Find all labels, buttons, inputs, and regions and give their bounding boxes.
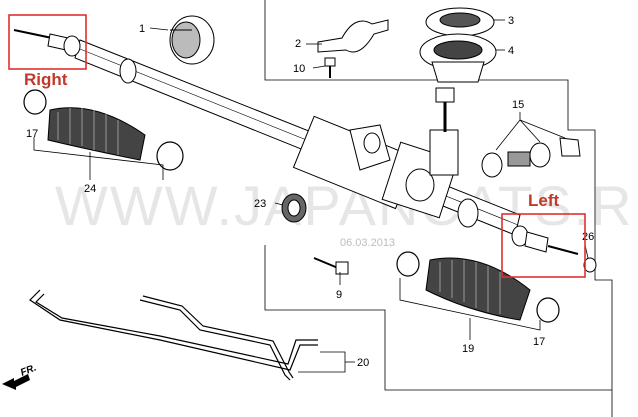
left-label: Left [528, 191, 560, 210]
callout-9: 9 [336, 289, 342, 301]
part-26-nut [583, 257, 597, 273]
part-23-grommet [281, 193, 307, 223]
part-15-plug-spring [481, 137, 581, 178]
callout-10: 10 [293, 63, 305, 75]
part-3-dust-seal [425, 7, 495, 37]
highlight-right: Right [8, 14, 87, 89]
left-tie-rod-end [511, 225, 579, 255]
part-1-bushing [169, 15, 215, 65]
rack-housing [74, 39, 521, 236]
arrow-left-icon [2, 374, 30, 390]
callout-3: 3 [508, 15, 514, 27]
callout-4: 4 [508, 45, 514, 57]
callout-1: 1 [139, 23, 145, 35]
part-19-left-boot [425, 257, 531, 321]
part-10-bolt [324, 57, 336, 78]
callout-15: 15 [512, 99, 524, 111]
watermark-date: 06.03.2013 [340, 237, 395, 249]
part-17-clamps [23, 89, 560, 323]
part-9-bolt [313, 257, 349, 275]
callout-20: 20 [357, 357, 369, 369]
callout-26: 26 [582, 231, 594, 243]
callout-19: 19 [462, 343, 474, 355]
front-label: FR. [19, 363, 38, 379]
part-20-fluid-lines [29, 289, 318, 381]
front-direction-indicator: FR. [2, 363, 38, 390]
callout-2: 2 [295, 38, 301, 50]
part-2-bracket [317, 19, 389, 53]
group-outline-lines [264, 0, 613, 417]
callout-24: 24 [84, 183, 96, 195]
callout-17-right: 17 [26, 128, 38, 140]
right-tie-rod-end [13, 29, 81, 57]
part-24-right-boot [47, 107, 146, 161]
part-4-pinion-cover [419, 33, 497, 83]
callout-23: 23 [254, 198, 266, 210]
right-label: Right [24, 70, 68, 89]
callout-17-left: 17 [533, 336, 545, 348]
highlight-left: Left [501, 191, 586, 278]
